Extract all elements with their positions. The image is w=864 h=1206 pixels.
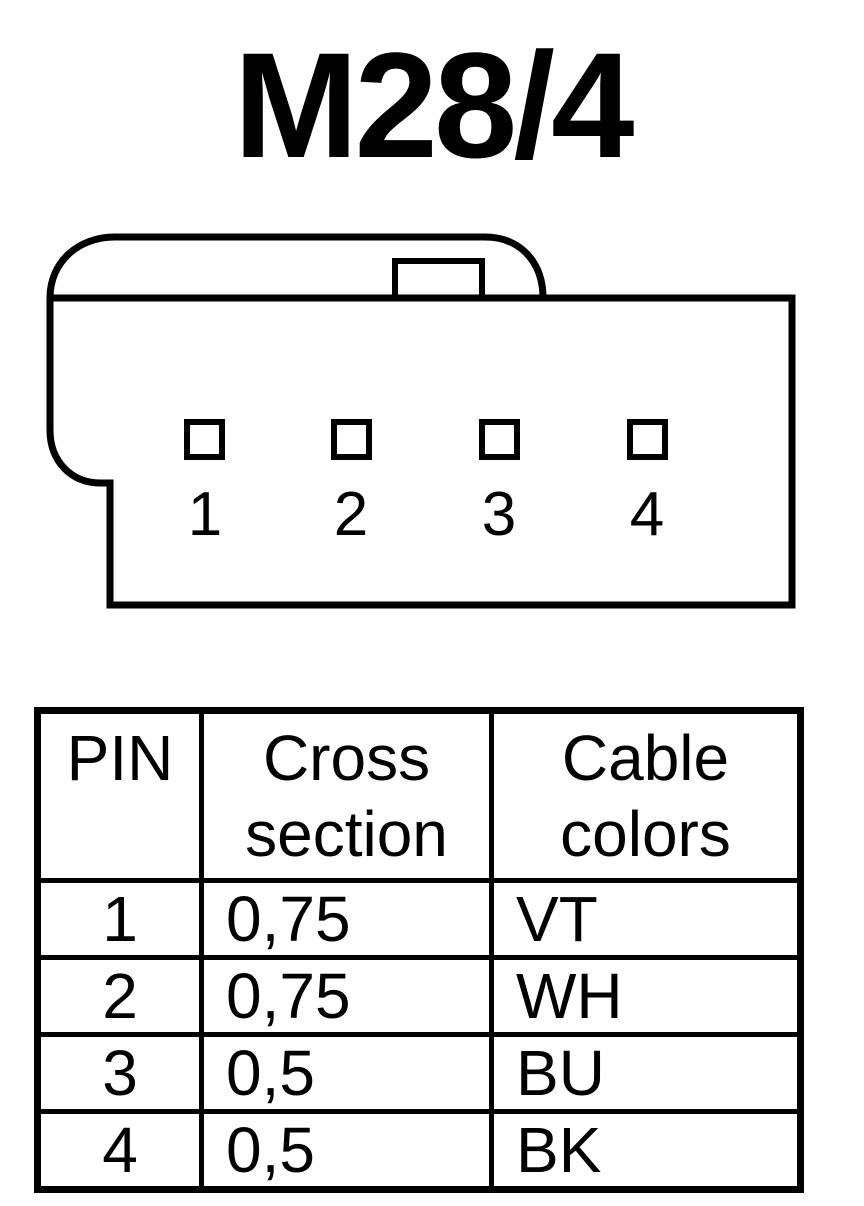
pin-socket-3: [479, 419, 520, 460]
cell-cross-section: 0,5: [199, 1109, 494, 1192]
header-cable-colors-line1: Cable: [561, 722, 730, 794]
connector-diagram: 1 2 3 4: [46, 233, 796, 609]
cell-cross-section: 0,75: [199, 955, 494, 1037]
header-cross-section-line1: Cross: [262, 722, 431, 794]
connector-outline: [46, 233, 796, 609]
pin-number-label: 2: [334, 480, 368, 549]
pin-number-label: 3: [482, 480, 516, 549]
table-header-row: PIN Cross section Cable colors: [35, 708, 803, 883]
cell-cross-section: 0,5: [199, 1032, 494, 1114]
cell-cross-section: 0,75: [199, 878, 494, 960]
table-row: 1 0,75 VT: [35, 878, 803, 960]
pin-socket-2: [331, 419, 372, 460]
header-cross-section-line2: section: [245, 798, 448, 870]
pin-assignment-table: PIN Cross section Cable colors 1 0,75 VT…: [34, 707, 804, 1193]
header-cable-colors: Cable colors: [489, 708, 803, 883]
cell-pin: 4: [35, 1109, 204, 1192]
header-pin-label: PIN: [66, 722, 174, 794]
header-pin: PIN: [35, 708, 204, 883]
pin-number-label: 1: [188, 480, 222, 549]
header-cross-section: Cross section: [199, 708, 494, 883]
connector-title: M28/4: [233, 21, 635, 189]
cell-cable-color: BU: [489, 1032, 803, 1114]
cell-pin: 3: [35, 1032, 204, 1114]
pin-number-label: 4: [630, 480, 664, 549]
cell-cable-color: VT: [489, 878, 803, 960]
pin-socket-4: [627, 419, 668, 460]
cell-pin: 2: [35, 955, 204, 1037]
cell-cable-color: WH: [489, 955, 803, 1037]
header-cable-colors-line2: colors: [560, 798, 731, 870]
table-row: 3 0,5 BU: [35, 1032, 803, 1114]
locking-latch: [392, 258, 485, 301]
pin-socket-1: [184, 419, 225, 460]
cell-pin: 1: [35, 878, 204, 960]
table-row: 2 0,75 WH: [35, 955, 803, 1037]
cell-cable-color: BK: [489, 1109, 803, 1192]
table-row: 4 0,5 BK: [35, 1109, 803, 1192]
